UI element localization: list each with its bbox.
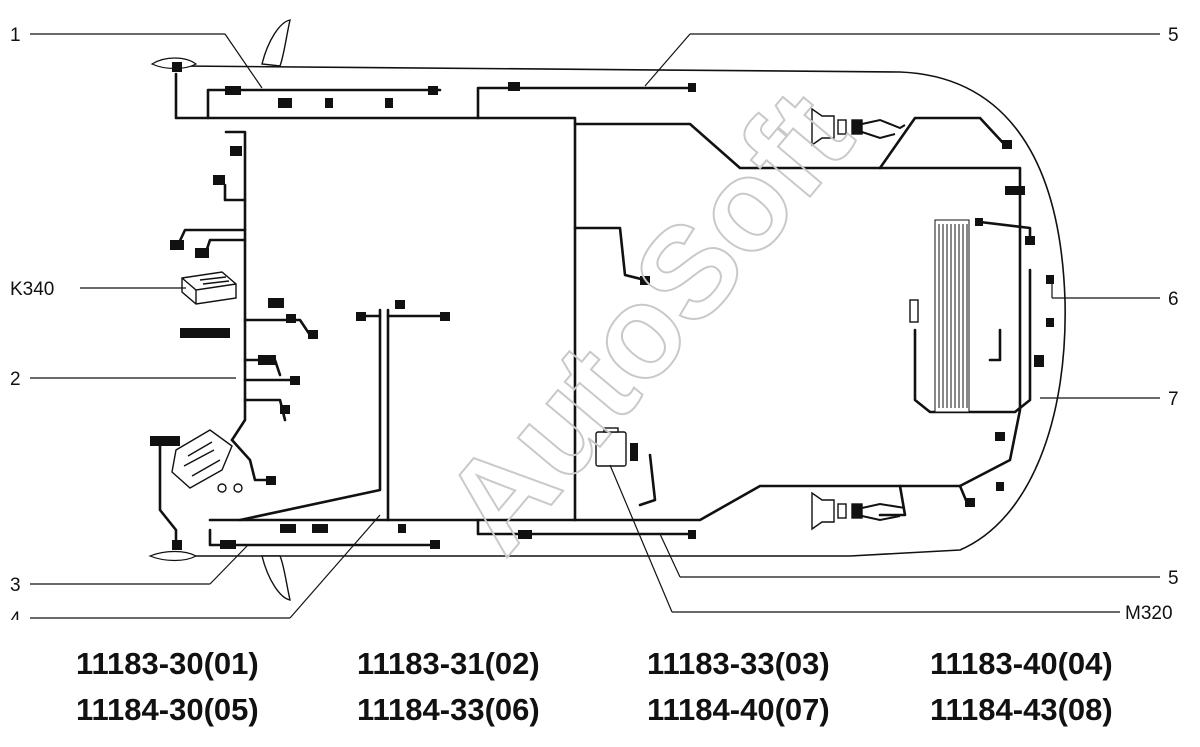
callout-m320: M320 bbox=[1125, 603, 1173, 620]
speaker-top-wires bbox=[861, 118, 906, 140]
model-code: 11183-40(04) bbox=[930, 646, 1113, 681]
model-code: 11184-30(05) bbox=[76, 692, 259, 727]
speaker-bottom-wires bbox=[861, 502, 906, 522]
callout-1: 1 bbox=[10, 25, 21, 46]
watermark-text: AutoSoft bbox=[415, 64, 880, 578]
relay-block-k340 bbox=[181, 271, 237, 305]
rear-light-connector bbox=[909, 299, 919, 323]
model-code: 11184-43(08) bbox=[930, 692, 1113, 727]
model-code: 11184-33(06) bbox=[357, 692, 540, 727]
model-codes-table: 11183-30(01) 11183-31(02) 11183-33(03) 1… bbox=[0, 640, 1200, 740]
fuse-box-cluster bbox=[171, 429, 243, 493]
rear-window-heater bbox=[934, 219, 970, 413]
connectors bbox=[150, 62, 1054, 550]
callout-4: 4 bbox=[10, 609, 21, 620]
car-body-outline bbox=[179, 65, 1066, 557]
model-code: 11184-40(07) bbox=[647, 692, 830, 727]
callout-3: 3 bbox=[10, 575, 21, 596]
mirror-left-top bbox=[261, 19, 291, 67]
model-code: 11183-30(01) bbox=[76, 646, 259, 681]
callout-k340: K340 bbox=[10, 279, 54, 300]
callout-leaders bbox=[30, 33, 1160, 619]
headlight-bottom bbox=[148, 550, 198, 562]
callout-5-top: 5 bbox=[1168, 25, 1179, 46]
model-code: 11183-33(03) bbox=[647, 646, 830, 681]
speaker-bottom bbox=[811, 491, 863, 531]
callout-5-bottom: 5 bbox=[1168, 568, 1179, 589]
callout-6: 6 bbox=[1168, 289, 1179, 310]
speaker-top bbox=[811, 107, 863, 147]
wiring-harness-diagram: AutoSoft 1 K340 2 3 4 5 6 7 5 M320 bbox=[10, 19, 1179, 620]
mirror-left-bottom bbox=[261, 555, 291, 601]
callout-7: 7 bbox=[1168, 389, 1179, 410]
callout-2: 2 bbox=[10, 369, 21, 390]
module-m320 bbox=[595, 427, 627, 467]
model-code: 11183-31(02) bbox=[357, 646, 540, 681]
